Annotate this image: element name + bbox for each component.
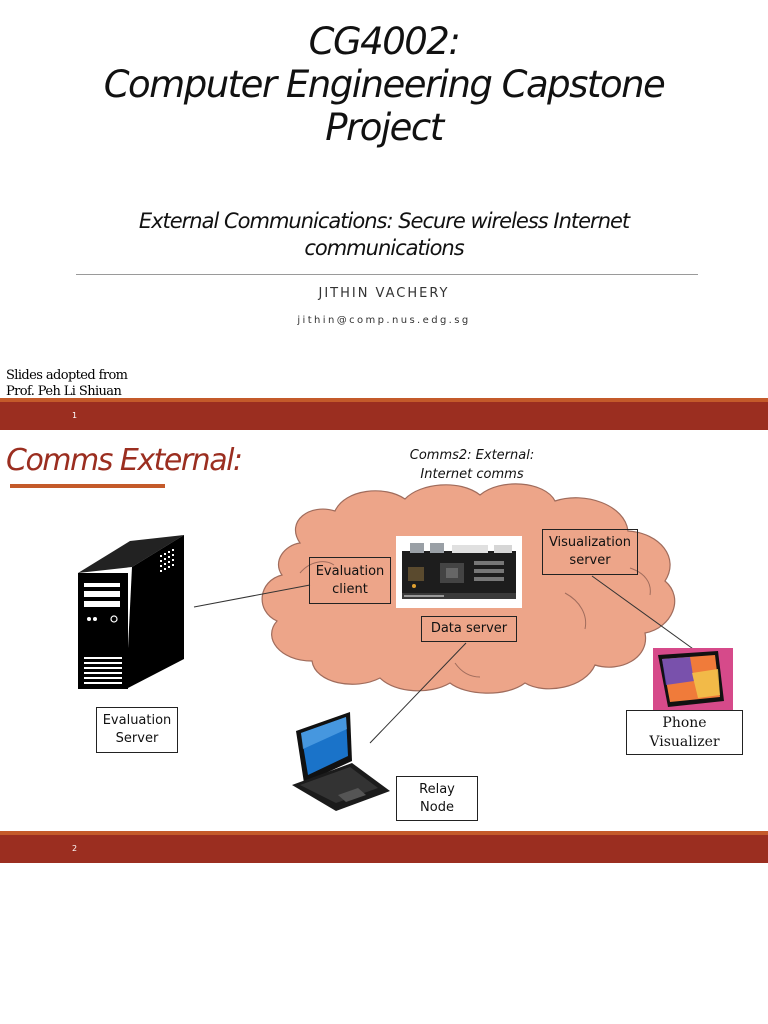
slide-title: CG4002: Computer Engineering Capstone Pr… <box>0 20 768 149</box>
cloud-caption: Comms2: External: Internet comms <box>390 446 554 484</box>
visualization-server-box: Visualization server <box>542 529 638 575</box>
cloud-caption-line-2: Internet comms <box>420 467 524 482</box>
data-server-box: Data server <box>421 616 517 642</box>
relay-node-line-2: Node <box>420 799 454 815</box>
divider <box>76 274 698 275</box>
link-vis-server-phone <box>591 575 697 652</box>
slide-2: Comms External: Comms2: External: Intern… <box>0 433 768 866</box>
laptop-icon <box>292 712 390 811</box>
slide-subtitle: External Communications: Secure wireless… <box>0 208 768 262</box>
title-underline <box>10 484 165 488</box>
evaluation-server-box: Evaluation Server <box>96 707 178 753</box>
footer-accent-line <box>0 398 768 402</box>
subtitle-line-2: communications <box>304 236 464 260</box>
link-data-server-relay <box>369 642 467 744</box>
cloud-caption-line-1: Comms2: External: <box>409 448 535 463</box>
evaluation-server-line-2: Server <box>115 731 159 746</box>
network-diagram <box>78 483 733 811</box>
phone-visualizer-line-1: Phone <box>662 714 707 731</box>
server-tower-icon <box>78 535 184 689</box>
relay-node-line-1: Relay <box>419 781 455 797</box>
credit-line-2: Prof. Peh Li Shiuan <box>6 384 122 399</box>
title-line-2: Computer Engineering Capstone <box>103 63 666 106</box>
phone-icon <box>653 648 733 710</box>
author-email: jithin@comp.nus.edg.sg <box>297 315 471 326</box>
page-number: 1 <box>72 411 78 420</box>
visualization-server-line-1: Visualization <box>548 535 632 550</box>
visualization-server-line-2: server <box>569 553 611 568</box>
data-server-label: Data server <box>430 621 508 636</box>
phone-visualizer-line-2: Visualizer <box>649 733 720 750</box>
footer-accent-line <box>0 831 768 835</box>
credit-line-1: Slides adopted from <box>6 368 128 383</box>
title-line-1: CG4002: <box>308 20 461 63</box>
evaluation-client-box: Evaluation client <box>309 557 391 604</box>
link-eval-server-client <box>193 584 311 608</box>
slide-1: CG4002: Computer Engineering Capstone Pr… <box>0 0 768 433</box>
author-name: JITHIN VACHERY <box>318 286 450 301</box>
evaluation-client-line-2: client <box>332 581 368 597</box>
title-line-3: Project <box>325 106 444 149</box>
phone-visualizer-box: Phone Visualizer <box>626 710 743 755</box>
footer-bar: 2 <box>0 835 768 863</box>
evaluation-client-line-1: Evaluation <box>315 563 385 579</box>
relay-node-box: Relay Node <box>396 776 478 821</box>
subtitle-line-1: External Communications: Secure wireless… <box>138 209 630 233</box>
slide-title: Comms External: <box>6 443 243 478</box>
footer-bar: 1 <box>0 402 768 430</box>
evaluation-server-line-1: Evaluation <box>102 713 172 728</box>
page-number: 2 <box>72 844 78 853</box>
credit-note: Slides adopted from Prof. Peh Li Shiuan <box>6 368 128 400</box>
fpga-board-icon <box>396 536 522 608</box>
